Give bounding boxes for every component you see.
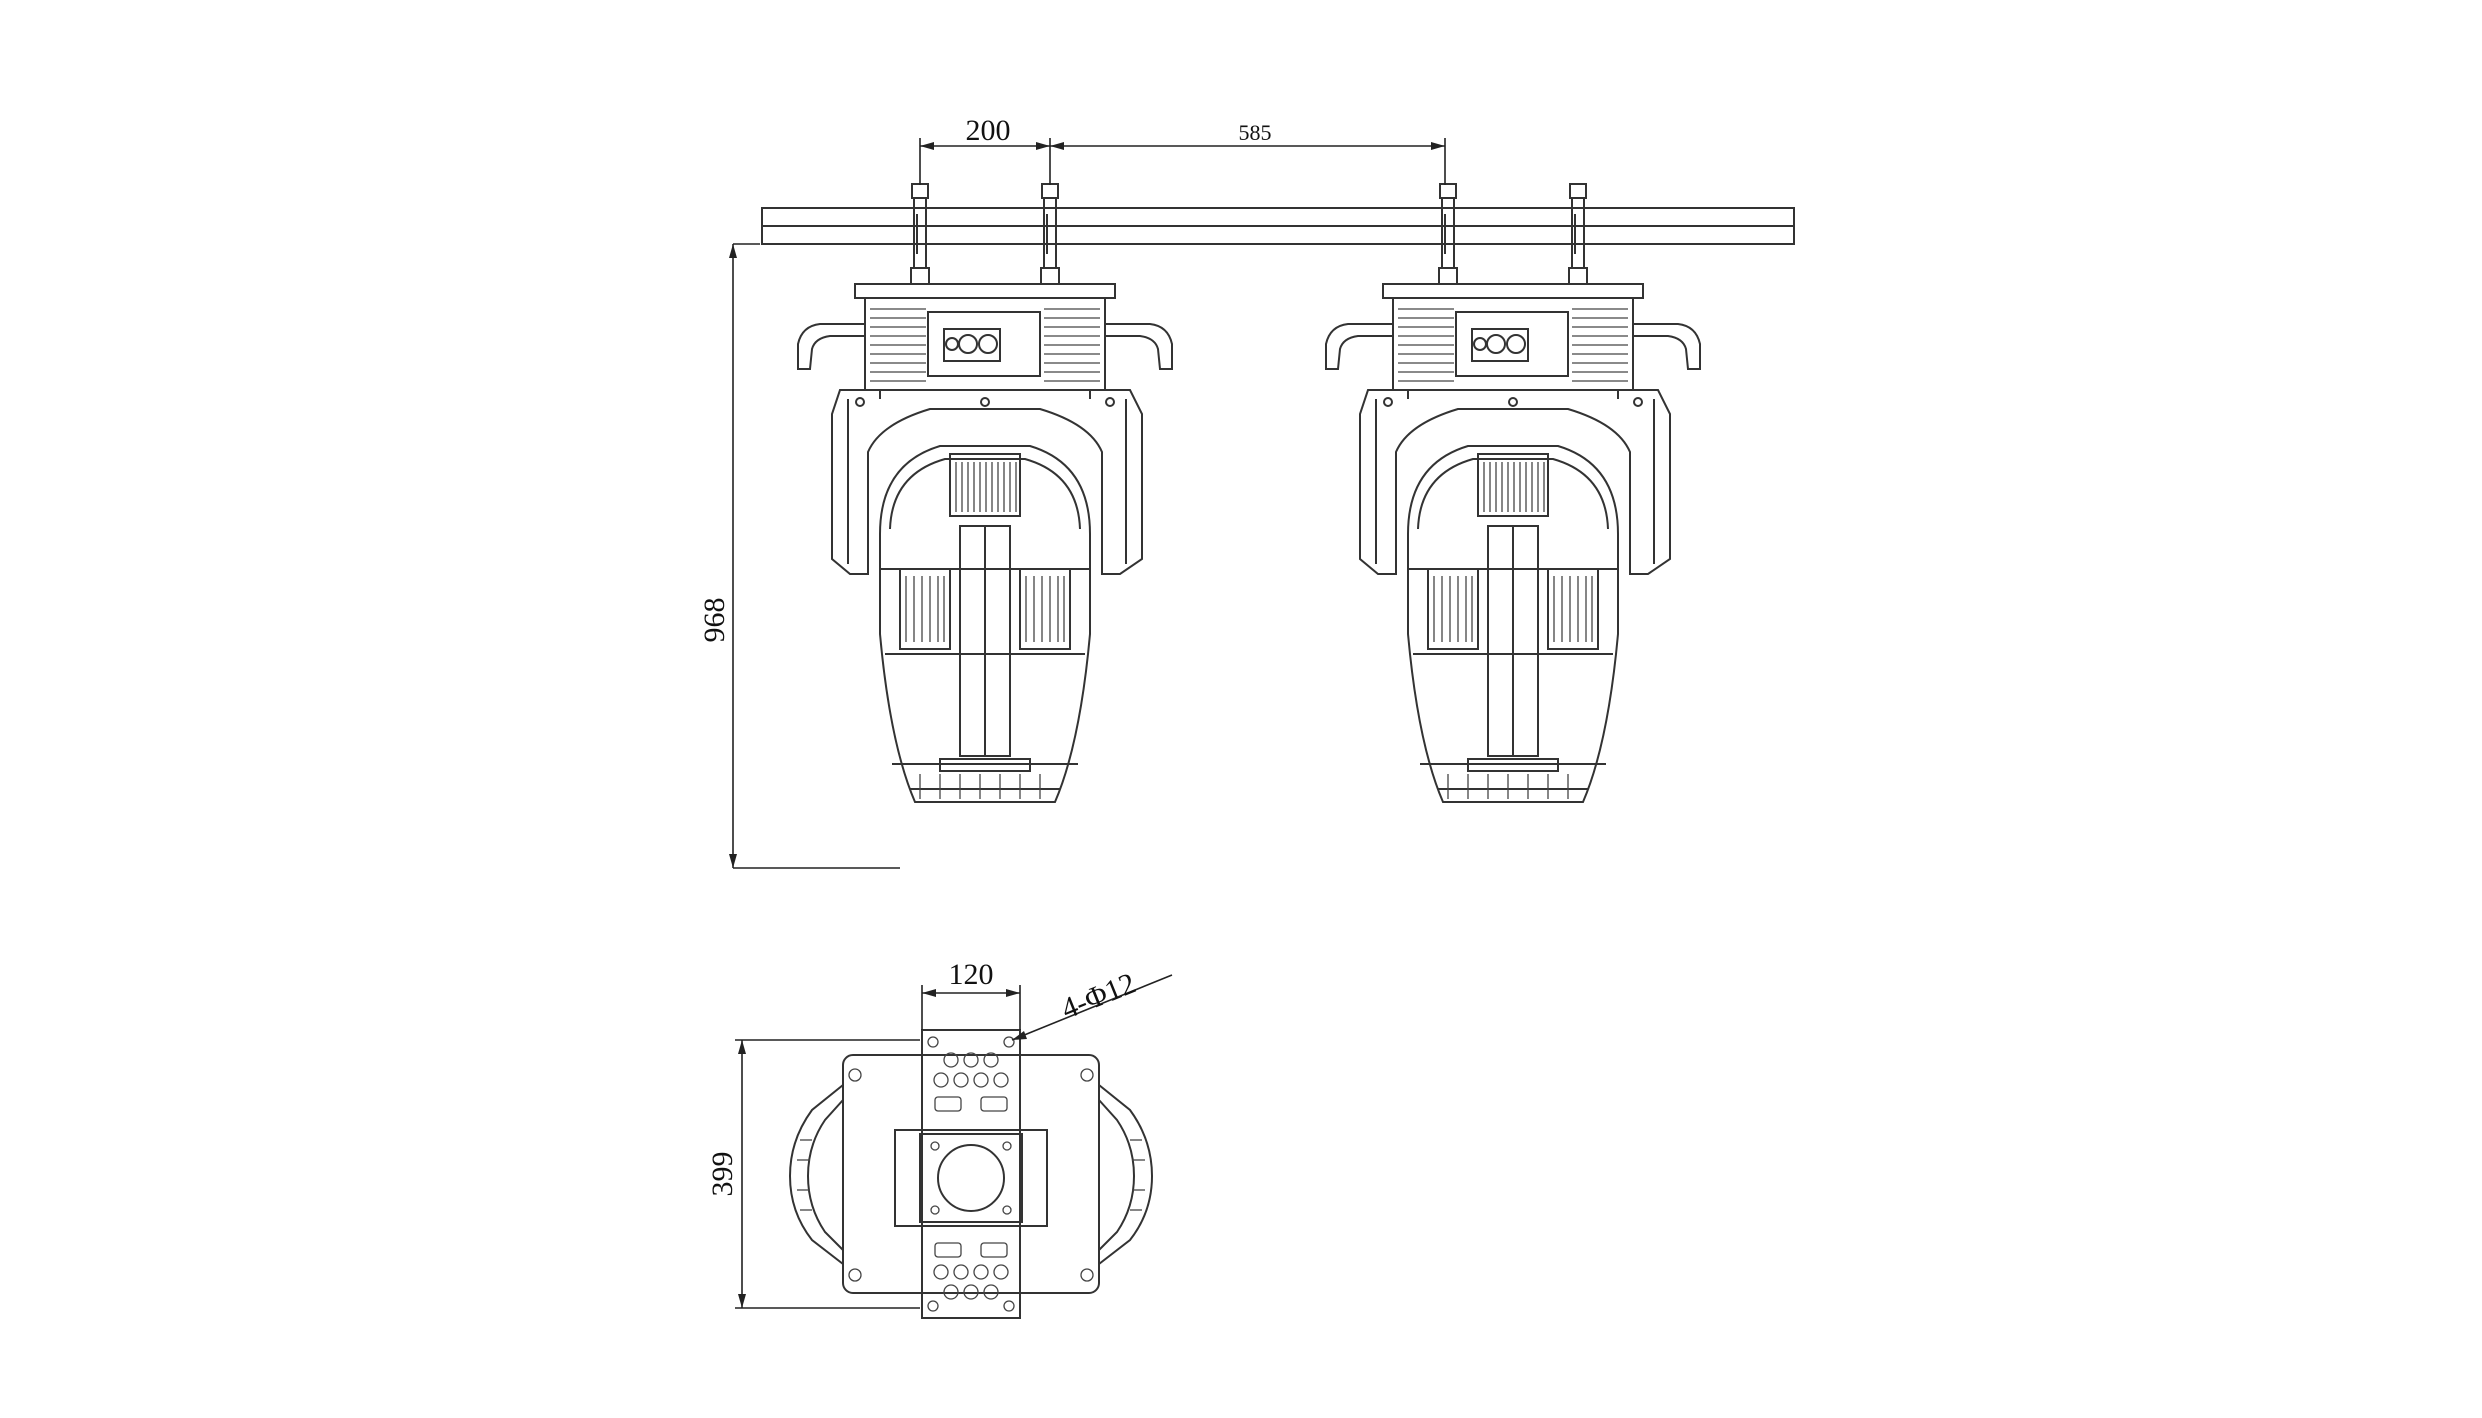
fixture-elevation-right <box>1325 183 1701 803</box>
dimension-200: 200 <box>919 114 1051 185</box>
dimension-120: 120 <box>921 958 1021 1030</box>
base-top-view <box>788 1029 1154 1319</box>
fixture-elevation-left <box>797 183 1173 803</box>
mount-hole-label: 4-Φ12 <box>1057 966 1141 1025</box>
truss-bar <box>761 207 1795 245</box>
dimension-968: 968 <box>698 243 900 869</box>
dimension-399-label: 399 <box>706 1152 739 1197</box>
mount-hole-callout: 4-Φ12 <box>1011 966 1173 1041</box>
dimension-968-label: 968 <box>698 598 731 643</box>
dimension-399: 399 <box>706 1039 920 1309</box>
dimension-200-label: 200 <box>966 114 1011 147</box>
dimension-120-label: 120 <box>949 958 994 991</box>
dimension-585: 585 <box>1050 120 1446 185</box>
dimension-585-label: 585 <box>1239 120 1272 145</box>
